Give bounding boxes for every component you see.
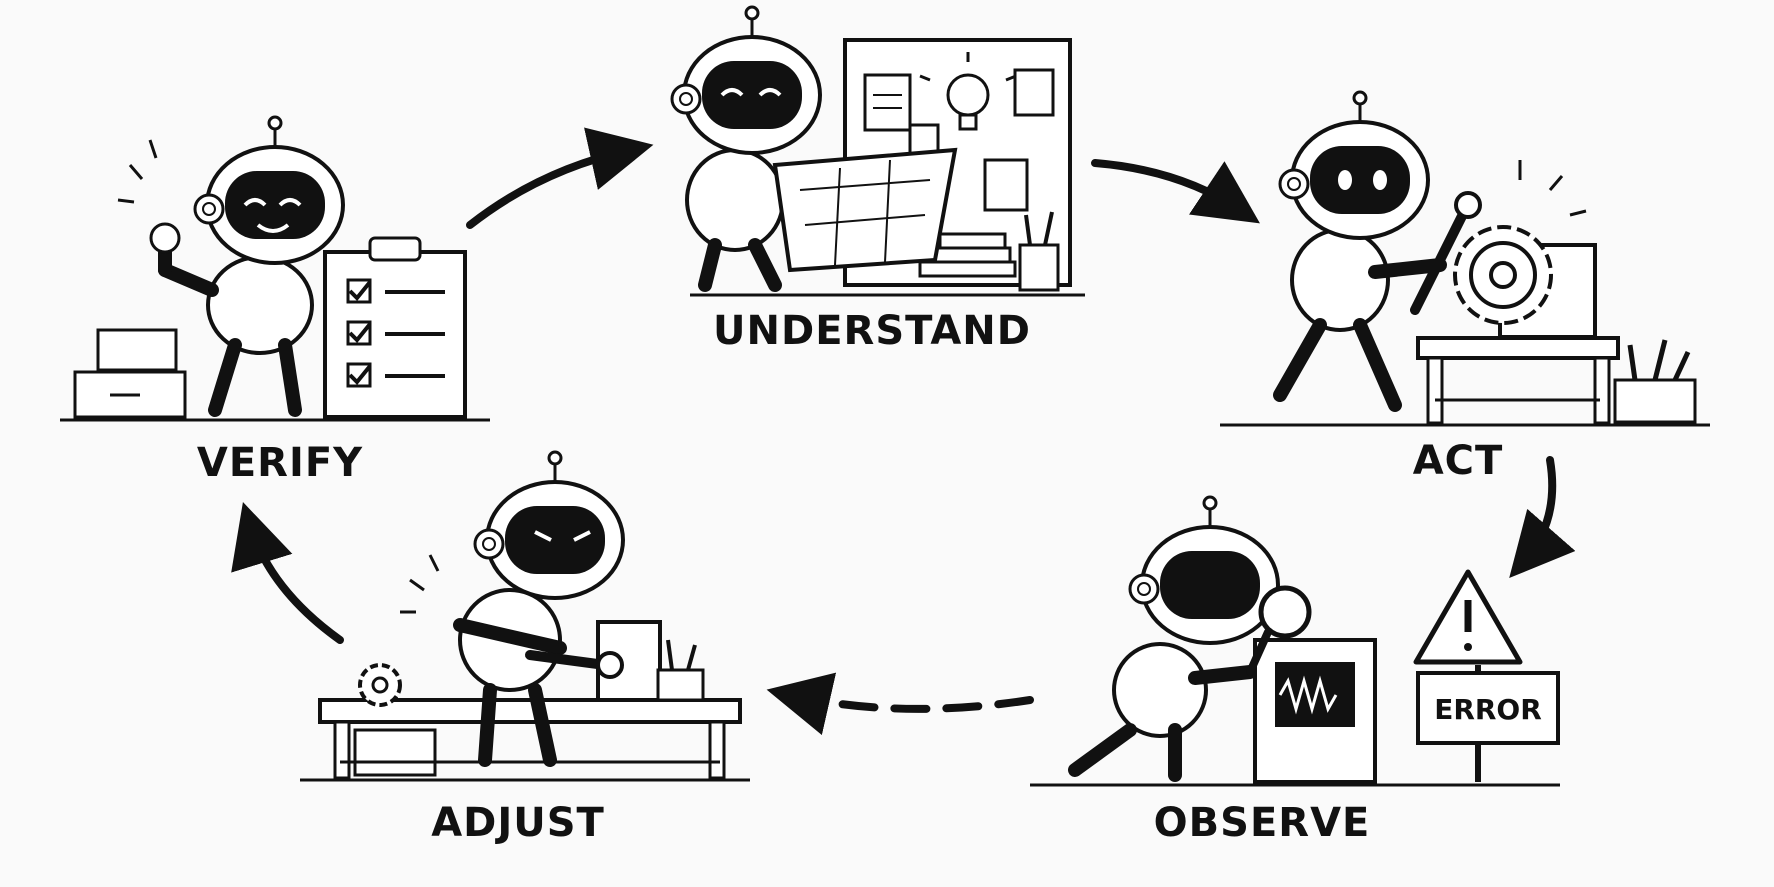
arrow-act-to-observe [1509, 456, 1576, 579]
checklist-clipboard-icon [323, 236, 467, 419]
error-sign: ERROR [1416, 671, 1560, 745]
wrench-icon [1410, 191, 1482, 315]
arrow-verify-to-understand [466, 127, 654, 229]
workbench-icon [318, 698, 742, 780]
warning-triangle-icon [1413, 569, 1523, 665]
act-robot-icon [1273, 90, 1447, 412]
arrow-understand-to-act [1091, 159, 1260, 224]
verify-scene [60, 115, 490, 422]
pencil-cup-icon [1018, 243, 1060, 292]
book-stack-icon [918, 232, 1017, 278]
lightbulb-icon [919, 52, 1017, 131]
gear-machine-icon [1453, 225, 1597, 339]
observe-scene: ERROR [1030, 495, 1560, 787]
monitor-machine-icon [1253, 638, 1377, 784]
adjust-scene [300, 450, 750, 782]
stage-label-verify: VERIFY [196, 440, 364, 486]
error-sign-text: ERROR [1434, 693, 1542, 726]
understand-scene [670, 5, 1085, 297]
workbench-icon [1416, 336, 1620, 425]
arrow-observe-to-adjust [766, 672, 1034, 736]
adjust-robot-icon [453, 450, 625, 767]
stage-label-observe: OBSERVE [1153, 800, 1371, 846]
stage-label-adjust: ADJUST [431, 800, 605, 846]
storage-box-icon [73, 370, 187, 419]
observe-robot-icon [1068, 495, 1280, 782]
verify-robot-icon [149, 115, 345, 417]
wrench-icon [525, 650, 624, 679]
arrow-adjust-to-verify [231, 502, 344, 644]
stage-label-act: ACT [1412, 438, 1504, 484]
stage-label-understand: UNDERSTAND [713, 308, 1031, 354]
understand-robot-icon [670, 5, 822, 292]
magnifying-glass-icon [1246, 585, 1312, 676]
tool-box-icon [1613, 339, 1697, 424]
blueprint-map-icon [772, 147, 958, 273]
act-scene [1220, 90, 1710, 427]
